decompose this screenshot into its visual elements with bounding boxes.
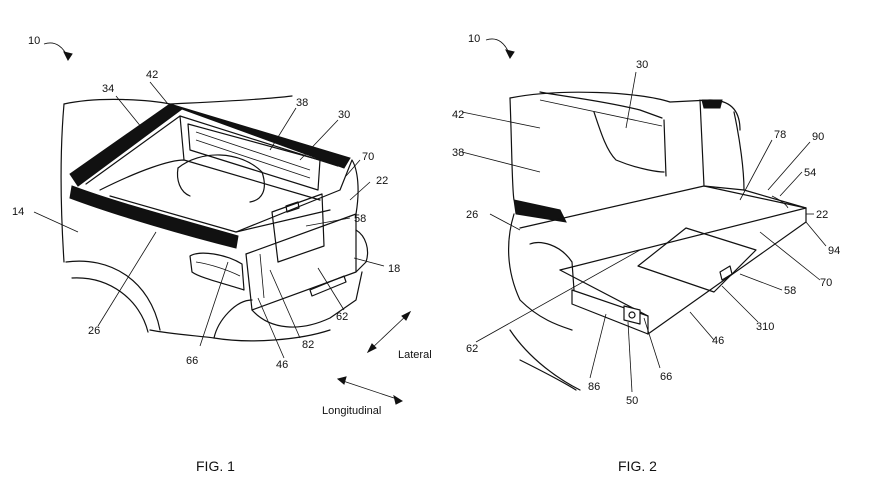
fig2-label-50: 50	[626, 395, 638, 407]
fig2-caption: FIG. 2	[618, 458, 657, 474]
fig2-label-78: 78	[774, 129, 786, 141]
fig1-direction-longitudinal: Longitudinal	[322, 405, 381, 417]
fig2-label-38: 38	[452, 147, 464, 159]
fig1-label-70: 70	[362, 151, 374, 163]
fig2-label-22: 22	[816, 209, 828, 221]
fig2-label-30: 30	[636, 59, 648, 71]
fig2-label-62: 62	[466, 343, 478, 355]
fig1-label-22: 22	[376, 175, 388, 187]
fig2-label-310: 310	[756, 321, 774, 333]
fig1-label-18: 18	[388, 263, 400, 275]
fig1-label-26: 26	[88, 325, 100, 337]
fig2-label-26: 26	[466, 209, 478, 221]
fig2-label-42: 42	[452, 109, 464, 121]
fig1-label-62: 62	[336, 311, 348, 323]
fig1-drawing	[33, 42, 412, 405]
fig2-label-66: 66	[660, 371, 672, 383]
fig2-label-90: 90	[812, 131, 824, 143]
fig2-label-94: 94	[828, 245, 840, 257]
fig1-direction-lateral: Lateral	[398, 349, 432, 361]
fig2-label-10: 10	[468, 33, 480, 45]
fig2-label-54: 54	[804, 167, 816, 179]
fig2-label-46: 46	[712, 335, 724, 347]
fig1-label-46: 46	[276, 359, 288, 371]
fig2-label-70: 70	[820, 277, 832, 289]
fig1-caption: FIG. 1	[196, 458, 235, 474]
fig1-label-10: 10	[28, 35, 40, 47]
fig2-label-58: 58	[784, 285, 796, 297]
fig1-label-58: 58	[354, 213, 366, 225]
fig1-label-14: 14	[12, 206, 24, 218]
fig2-drawing	[461, 38, 827, 393]
fig1-label-66: 66	[186, 355, 198, 367]
fig1-label-42: 42	[146, 69, 158, 81]
fig1-label-38: 38	[296, 97, 308, 109]
fig1-label-34: 34	[102, 83, 114, 95]
fig1-label-30: 30	[338, 109, 350, 121]
fig1-label-82: 82	[302, 339, 314, 351]
fig2-label-86: 86	[588, 381, 600, 393]
